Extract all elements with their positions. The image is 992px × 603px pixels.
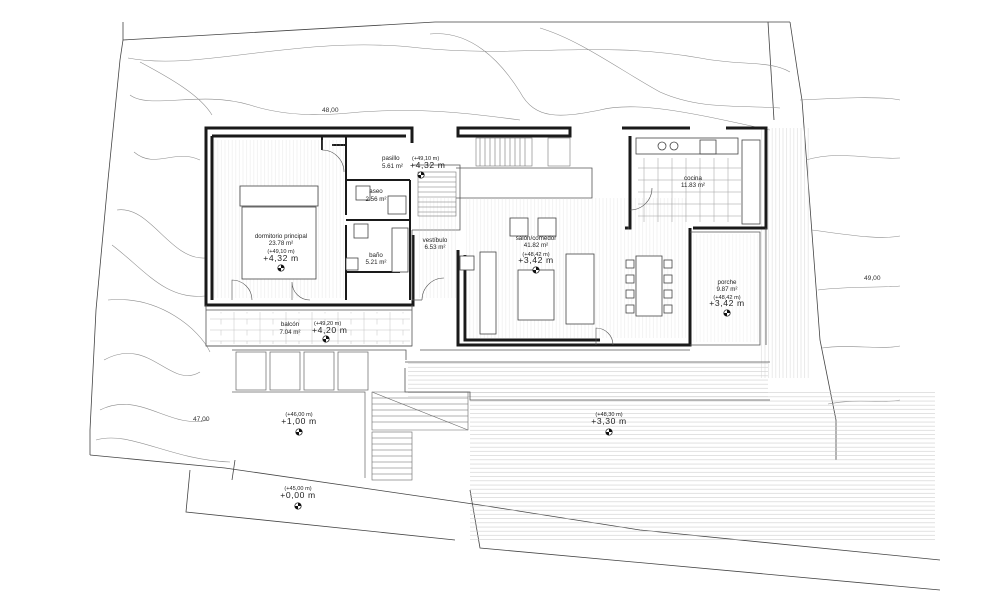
wc-aseo <box>355 185 371 201</box>
room-area: 7.04 m² <box>280 329 301 336</box>
room-level-small: (+48,42 m) <box>522 252 549 258</box>
room-level-big: +3,42 m <box>518 255 554 265</box>
room-area: 5.21 m² <box>366 259 387 266</box>
level-marker-icon <box>605 428 613 436</box>
bed-headboard <box>239 185 319 207</box>
door-swings <box>231 149 653 346</box>
room-name: balcón <box>281 321 300 328</box>
level-terrace-right: (+48,30 m) +3,30 m <box>591 412 627 436</box>
contour-label-48: 48,00 <box>322 107 339 114</box>
level-big: +3,30 m <box>591 416 627 426</box>
room-level-big: +4,20 m <box>312 325 348 335</box>
level-marker-icon <box>532 266 540 274</box>
level-small: (+46,00 m) <box>285 412 312 418</box>
coffee-table <box>517 269 555 321</box>
room-porche: porche 9.87 m² (+48,42 m) +3,42 m <box>709 279 745 317</box>
level-marker-icon <box>294 502 302 510</box>
level-terrace-left: (+46,00 m) +1,00 m <box>281 412 317 436</box>
level-entry: (+45,00 m) +0,00 m <box>280 486 316 510</box>
room-name: vestíbulo <box>423 237 448 244</box>
level-small: (+48,30 m) <box>595 412 622 418</box>
room-area: 41.82 m² <box>524 242 548 249</box>
contour-lines <box>95 27 901 463</box>
kitchen-counter-top <box>635 137 739 155</box>
fireplace-hearth <box>459 255 475 271</box>
wc-bano <box>353 223 369 239</box>
fireplace <box>479 251 497 335</box>
chair-a <box>509 217 529 237</box>
room-area: 9.87 m² <box>717 286 738 293</box>
stair-upper <box>417 137 571 217</box>
hatch-terrace-right <box>408 128 935 542</box>
sink-aseo <box>387 195 407 215</box>
dining-table <box>635 255 663 317</box>
sink-bano <box>345 257 359 271</box>
kitchen-counter-side <box>741 139 761 225</box>
room-vestibulo: vestíbulo 6.53 m² <box>423 237 448 251</box>
room-name: baño <box>369 252 383 259</box>
room-cocina: cocina 11.83 m² <box>681 175 705 189</box>
room-level-big: +4,32 m <box>263 253 299 263</box>
furniture <box>239 137 761 335</box>
level-small: (+45,00 m) <box>284 486 311 492</box>
room-name: pasillo <box>382 155 400 162</box>
contour-label-49: 49,00 <box>864 275 881 282</box>
room-level-small: (+49,20 m) <box>314 321 341 327</box>
room-bano: baño 5.21 m² <box>366 252 387 266</box>
exterior-walls <box>204 126 768 347</box>
room-level-big: +3,42 m <box>709 298 745 308</box>
level-marker-icon <box>322 335 330 343</box>
walls-thin <box>205 164 770 401</box>
room-dormitorio: dormitorio principal 23.78 m² (+49,10 m)… <box>255 233 307 272</box>
room-name: cocina <box>684 175 702 182</box>
contour-label-47: 47,00 <box>193 416 210 423</box>
room-balcon: balcón 7.04 m² (+49,20 m) +4,20 m <box>280 321 348 343</box>
level-marker-icon <box>723 309 731 317</box>
room-name: porche <box>718 279 737 286</box>
level-marker-icon <box>417 171 425 179</box>
room-area: 5.61 m² <box>382 163 403 170</box>
sofa <box>565 253 595 325</box>
room-level-small: (+49,10 m) <box>267 249 294 255</box>
room-area: 11.83 m² <box>681 182 705 189</box>
room-name: dormitorio principal <box>255 233 307 240</box>
level-marker-icon <box>295 428 303 436</box>
level-big: +1,00 m <box>281 416 317 426</box>
room-area: 6.53 m² <box>425 244 446 251</box>
level-big: +0,00 m <box>280 490 316 500</box>
room-level-big: +4,32 m <box>410 160 446 170</box>
bath-tub <box>391 227 409 273</box>
garden-planters <box>232 351 369 478</box>
room-level-small: (+48,42 m) <box>713 295 740 301</box>
room-area: 23.78 m² <box>269 240 293 247</box>
room-area: 2.56 m² <box>366 196 387 203</box>
room-level-small: (+49,10 m) <box>412 156 439 162</box>
level-marker-icon <box>277 264 285 272</box>
room-name: salón/comedor <box>516 235 557 242</box>
room-salon: salón/comedor 41.82 m² (+48,42 m) +3,42 … <box>516 235 557 274</box>
room-pasillo: pasillo 5.61 m² (+49,10 m) +4,32 m <box>382 155 446 179</box>
room-name: aseo <box>369 188 383 195</box>
stair-exterior <box>371 391 469 481</box>
chair-b <box>537 217 557 237</box>
room-aseo: aseo 2.56 m² <box>366 188 387 203</box>
